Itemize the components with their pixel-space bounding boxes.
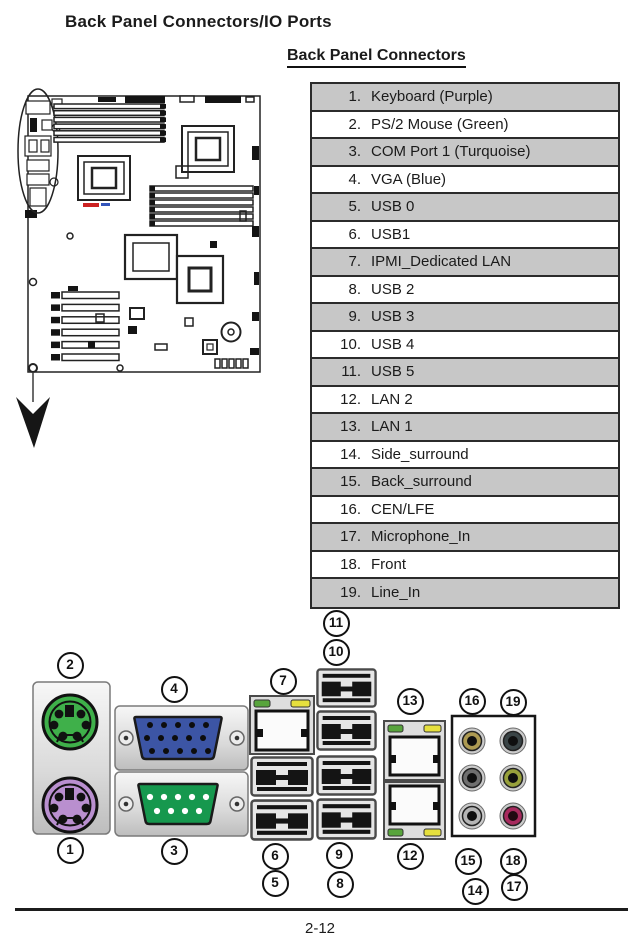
table-row: 6.USB1 bbox=[312, 221, 618, 249]
callout-18: 18 bbox=[499, 847, 527, 875]
dimm-bank-1 bbox=[53, 103, 166, 143]
table-row: 15.Back_surround bbox=[312, 469, 618, 497]
footer-rule bbox=[15, 908, 628, 911]
motherboard-drawing-svg bbox=[16, 88, 261, 448]
lan1-port bbox=[383, 720, 446, 781]
callout-8: 8 bbox=[326, 870, 354, 898]
table-row: 18.Front bbox=[312, 551, 618, 579]
ports-drawing-svg bbox=[32, 668, 537, 841]
cpu-socket-2 bbox=[175, 125, 235, 179]
page-title: Back Panel Connectors/IO Ports bbox=[65, 12, 332, 31]
callout-7: 7 bbox=[269, 667, 297, 695]
table-row: 4.VGA (Blue) bbox=[312, 166, 618, 194]
vga-bracket bbox=[114, 705, 249, 771]
page-number: 2-12 bbox=[304, 920, 336, 937]
usb-port-1 bbox=[250, 756, 314, 797]
pointer-arrow bbox=[16, 372, 50, 448]
connector-table: 1.Keyboard (Purple) 2.PS/2 Mouse (Green)… bbox=[310, 82, 620, 609]
table-row: 11.USB 5 bbox=[312, 359, 618, 387]
table-row: 14.Side_surround bbox=[312, 441, 618, 469]
callout-2: 2 bbox=[56, 651, 84, 679]
audio-jack-front bbox=[499, 764, 527, 792]
audio-jack-back-surround bbox=[458, 764, 486, 792]
usb-port-5 bbox=[316, 668, 377, 708]
callout-11: 11 bbox=[322, 609, 350, 637]
audio-jack-side-surround bbox=[458, 802, 486, 830]
back-panel-ports-diagram: 1 2 3 4 5 6 7 8 9 10 11 12 13 14 15 16 1… bbox=[0, 609, 640, 910]
audio-jack-microphone bbox=[499, 802, 527, 830]
chipset-2 bbox=[175, 254, 225, 305]
table-title: Back Panel Connectors bbox=[287, 47, 466, 68]
callout-1: 1 bbox=[56, 836, 84, 864]
table-row: 19.Line_In bbox=[312, 579, 618, 607]
com-bracket bbox=[114, 771, 249, 837]
dimm-bank-2 bbox=[149, 185, 254, 227]
table-row: 10.USB 4 bbox=[312, 331, 618, 359]
motherboard-diagram bbox=[0, 86, 300, 456]
lan2-port bbox=[383, 781, 446, 840]
usb-port-0 bbox=[250, 799, 314, 841]
table-row: 3.COM Port 1 (Turquoise) bbox=[312, 139, 618, 167]
io-highlight-oval bbox=[17, 88, 59, 214]
ps2-bracket bbox=[32, 681, 111, 835]
brand-logo-mark bbox=[83, 203, 99, 207]
callout-14: 14 bbox=[461, 877, 489, 905]
usb-port-2 bbox=[316, 798, 377, 840]
usb-port-3 bbox=[316, 755, 377, 796]
callout-15: 15 bbox=[454, 847, 482, 875]
callout-17: 17 bbox=[500, 873, 528, 901]
ipmi-lan-port bbox=[249, 695, 315, 755]
table-row: 2.PS/2 Mouse (Green) bbox=[312, 111, 618, 139]
audio-jack-line-in bbox=[499, 727, 527, 755]
audio-panel bbox=[450, 714, 537, 838]
table-row: 16.CEN/LFE bbox=[312, 496, 618, 524]
callout-3: 3 bbox=[160, 837, 188, 865]
table-row: 13.LAN 1 bbox=[312, 414, 618, 442]
callout-9: 9 bbox=[325, 841, 353, 869]
vga-port bbox=[133, 715, 223, 761]
callout-6: 6 bbox=[261, 842, 289, 870]
audio-jack-cen-lfe bbox=[458, 727, 486, 755]
usb-port-4 bbox=[316, 710, 377, 751]
table-row: 8.USB 2 bbox=[312, 276, 618, 304]
ps2-mouse-port bbox=[41, 693, 99, 751]
callout-5: 5 bbox=[261, 869, 289, 897]
table-row: 1.Keyboard (Purple) bbox=[312, 84, 618, 112]
table-row: 7.IPMI_Dedicated LAN bbox=[312, 249, 618, 277]
callout-10: 10 bbox=[322, 638, 350, 666]
callout-4: 4 bbox=[160, 675, 188, 703]
table-row: 5.USB 0 bbox=[312, 194, 618, 222]
ps2-keyboard-port bbox=[41, 776, 99, 834]
callout-12: 12 bbox=[396, 842, 424, 870]
table-row: 9.USB 3 bbox=[312, 304, 618, 332]
chipset-1 bbox=[123, 233, 179, 281]
table-row: 17.Microphone_In bbox=[312, 524, 618, 552]
cpu-socket-1 bbox=[77, 155, 131, 201]
battery bbox=[220, 321, 242, 343]
callout-13: 13 bbox=[396, 687, 424, 715]
com-port bbox=[137, 782, 219, 826]
callout-16: 16 bbox=[458, 687, 486, 715]
callout-19: 19 bbox=[499, 688, 527, 716]
table-row: 12.LAN 2 bbox=[312, 386, 618, 414]
